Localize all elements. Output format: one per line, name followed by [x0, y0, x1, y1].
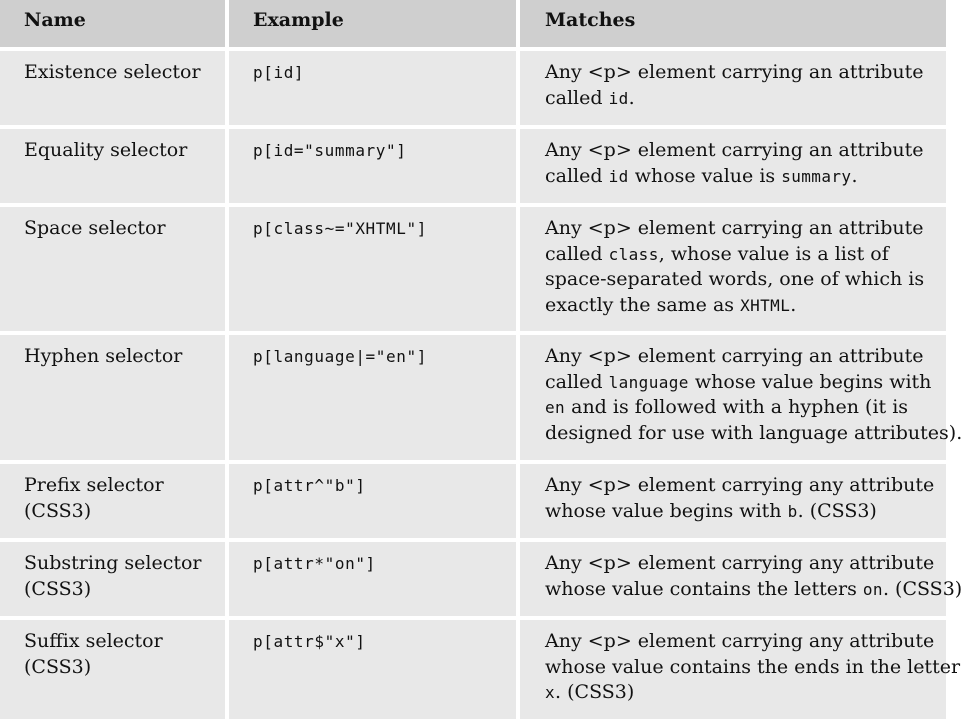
- selector-name-line: (CSS3): [24, 655, 92, 678]
- cell-name: Substring selector (CSS3): [0, 542, 225, 616]
- matches-text: whose value contains the ends in the let…: [545, 655, 961, 678]
- matches-text: whose value begins with: [688, 370, 932, 393]
- selector-name-line: Suffix selector: [24, 630, 163, 652]
- selector-name-line: Equality selector: [24, 139, 188, 161]
- matches-line: x. (CSS3): [545, 680, 946, 706]
- matches-text: called: [545, 164, 609, 187]
- matches-text: space-separated words, one of which is: [545, 268, 925, 290]
- inline-code: on: [862, 579, 883, 599]
- matches-text: , whose value is a list of: [658, 242, 889, 265]
- selector-name-line: Prefix selector: [24, 474, 164, 496]
- header-matches: Matches: [520, 0, 946, 47]
- cell-name: Hyphen selector: [0, 335, 225, 460]
- inline-code: class: [608, 244, 659, 264]
- matches-text: whose value is: [628, 164, 782, 187]
- cell-name: Existence selector: [0, 51, 225, 125]
- matches-text: called: [545, 242, 609, 265]
- matches-line: whose value contains the ends in the let…: [545, 655, 960, 681]
- matches-text: Any <p> element carrying an attribute: [545, 139, 924, 161]
- matches-line: called language whose value begins with: [545, 370, 946, 396]
- selector-name-line: (CSS3): [24, 499, 92, 522]
- example-code: p[attr*"on"]: [253, 554, 376, 573]
- cell-matches: Any <p> element carrying any attribute wh…: [520, 542, 962, 616]
- cell-name: Suffix selector (CSS3): [0, 620, 225, 719]
- matches-text: Any <p> element carrying any attribute: [545, 474, 935, 496]
- inline-code: summary: [781, 166, 852, 186]
- matches-line: space-separated words, one of which is: [545, 267, 946, 293]
- cell-example: p[attr*"on"]: [229, 542, 516, 616]
- cell-matches: Any <p> element carrying an attribute cal…: [520, 207, 946, 331]
- cell-matches: Any <p> element carrying any attribute wh…: [520, 620, 960, 719]
- example-code: p[id]: [253, 63, 305, 82]
- matches-text: . (CSS3): [882, 577, 962, 600]
- matches-text: exactly the same as: [545, 293, 741, 316]
- inline-code: language: [608, 372, 689, 392]
- cell-example: p[attr$"x"]: [229, 620, 516, 719]
- matches-line: exactly the same as XHTML.: [545, 293, 946, 319]
- matches-line: called class, whose value is a list of: [545, 242, 946, 268]
- example-code: p[class~="XHTML"]: [253, 219, 427, 238]
- selector-name-line: Space selector: [24, 217, 166, 239]
- matches-text: Any <p> element carrying an attribute: [545, 345, 924, 367]
- example-code: p[id="summary"]: [253, 141, 407, 160]
- matches-text: Any <p> element carrying an attribute: [545, 61, 924, 83]
- cell-matches: Any <p> element carrying an attribute cal…: [520, 129, 946, 203]
- selector-name-line: Hyphen selector: [24, 345, 183, 367]
- matches-text: called: [545, 370, 609, 393]
- header-name: Name: [0, 0, 225, 47]
- inline-code: id: [608, 166, 629, 186]
- matches-text: Any <p> element carrying any attribute: [545, 552, 935, 574]
- matches-line: en and is followed with a hyphen (it is: [545, 395, 946, 421]
- matches-text: .: [790, 293, 797, 316]
- selector-name-line: Substring selector: [24, 552, 202, 574]
- matches-text: Any <p> element carrying an attribute: [545, 217, 924, 239]
- inline-code: XHTML: [740, 295, 791, 315]
- matches-line: Any <p> element carrying an attribute: [545, 60, 946, 86]
- cell-matches: Any <p> element carrying an attribute cal…: [520, 51, 946, 125]
- cell-example: p[class~="XHTML"]: [229, 207, 516, 331]
- example-code: p[attr$"x"]: [253, 632, 366, 651]
- matches-text: .: [628, 86, 635, 109]
- matches-text: whose value contains the letters: [545, 577, 863, 600]
- matches-line: Any <p> element carrying an attribute: [545, 216, 946, 242]
- cell-example: p[id]: [229, 51, 516, 125]
- cell-name: Prefix selector (CSS3): [0, 464, 225, 538]
- matches-line: whose value begins with b. (CSS3): [545, 499, 946, 525]
- cell-example: p[id="summary"]: [229, 129, 516, 203]
- cell-name: Space selector: [0, 207, 225, 331]
- matches-text: Any <p> element carrying any attribute: [545, 630, 935, 652]
- matches-line: designed for use with language attribute…: [545, 421, 962, 447]
- matches-text: whose value begins with: [545, 499, 788, 522]
- inline-code: x: [545, 683, 556, 702]
- selector-name-line: (CSS3): [24, 577, 92, 600]
- matches-line: whose value contains the letters on. (CS…: [545, 577, 962, 603]
- matches-text: designed for use with language attribute…: [545, 421, 962, 444]
- header-example: Example: [229, 0, 516, 47]
- cell-example: p[attr^"b"]: [229, 464, 516, 538]
- matches-line: called id whose value is summary.: [545, 164, 946, 190]
- matches-text: . (CSS3): [797, 499, 877, 522]
- inline-code: b: [787, 501, 798, 521]
- inline-code: en: [545, 398, 566, 417]
- example-code: p[language|="en"]: [253, 347, 427, 366]
- cell-example: p[language|="en"]: [229, 335, 516, 460]
- cell-matches: Any <p> element carrying an attribute cal…: [520, 335, 962, 460]
- example-code: p[attr^"b"]: [253, 476, 366, 495]
- cell-name: Equality selector: [0, 129, 225, 203]
- cell-matches: Any <p> element carrying any attribute wh…: [520, 464, 946, 538]
- selector-name-line: Existence selector: [24, 61, 201, 83]
- matches-line: Any <p> element carrying any attribute: [545, 629, 946, 655]
- matches-line: Any <p> element carrying any attribute: [545, 473, 946, 499]
- matches-line: called id.: [545, 86, 946, 112]
- inline-code: id: [608, 88, 629, 108]
- matches-text: .: [851, 164, 858, 187]
- matches-line: Any <p> element carrying an attribute: [545, 344, 946, 370]
- matches-text: and is followed with a hyphen (it is: [565, 396, 909, 418]
- matches-text: called: [545, 86, 609, 109]
- matches-line: Any <p> element carrying any attribute: [545, 551, 946, 577]
- matches-line: Any <p> element carrying an attribute: [545, 138, 946, 164]
- matches-text: . (CSS3): [555, 681, 635, 703]
